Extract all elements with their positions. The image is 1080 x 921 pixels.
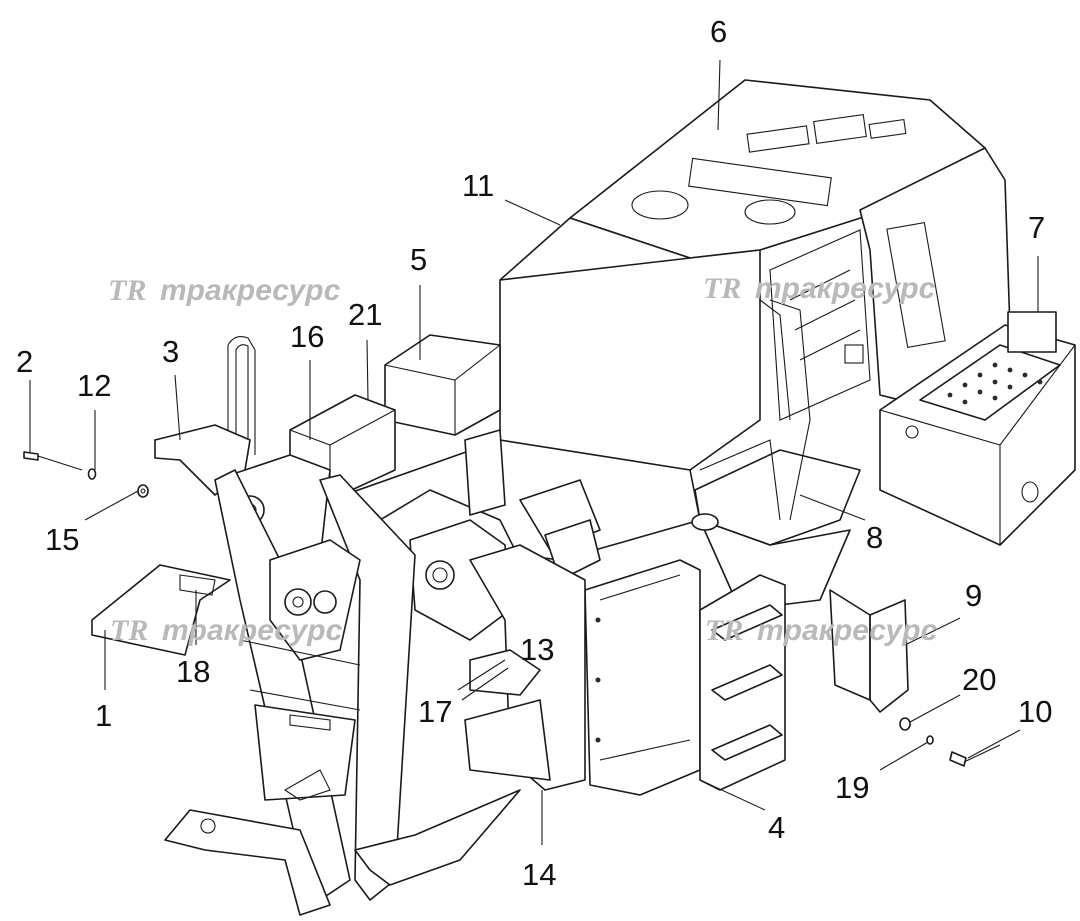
callout-labels: 2 12 3 15 16 21 5 11 6 7 8 9 20 10 19 4 … (16, 14, 1052, 892)
hood-vents (631, 114, 907, 225)
watermark-logo: TR (108, 274, 146, 307)
center-brackets (379, 429, 601, 791)
callout-8: 8 (866, 520, 883, 555)
callout-21: 21 (348, 297, 382, 332)
callout-18: 18 (176, 654, 210, 689)
engine-hood (499, 79, 1011, 471)
callout-10: 10 (1018, 694, 1052, 729)
callout-15: 15 (45, 522, 79, 557)
callout-16: 16 (290, 319, 324, 354)
callout-19: 19 (835, 770, 869, 805)
callout-7: 7 (1028, 210, 1045, 245)
handrail-left (227, 336, 256, 460)
callout-2: 2 (16, 344, 33, 379)
callout-5: 5 (410, 242, 427, 277)
callout-9: 9 (965, 578, 982, 613)
leader-lines (29, 59, 1039, 845)
watermark-logo: TR (703, 272, 741, 305)
callout-12: 12 (77, 368, 111, 403)
callout-20: 20 (962, 662, 996, 697)
callout-1: 1 (95, 698, 112, 733)
callout-17: 17 (418, 694, 452, 729)
watermark-4: TR тракресурс (705, 614, 938, 647)
callout-3: 3 (162, 334, 179, 369)
watermark-1: TR тракресурс (108, 274, 341, 307)
watermark-2: TR тракресурс (703, 272, 936, 305)
ladder-steps (711, 604, 783, 761)
cover-plate-9 (829, 589, 909, 713)
watermark-text: тракресурс (160, 274, 341, 307)
callout-6: 6 (710, 14, 727, 49)
cover-plate-1 (91, 564, 231, 656)
callout-14: 14 (522, 857, 556, 892)
watermark-3: TR тракресурс (110, 614, 343, 647)
watermark-logo: TR (705, 614, 743, 647)
callout-4: 4 (768, 810, 785, 845)
step-plate-holes (947, 362, 1043, 405)
side-tank-box (879, 311, 1076, 546)
callout-13: 13 (520, 632, 554, 667)
watermark-text: тракресурс (755, 272, 936, 305)
callout-11: 11 (462, 168, 494, 203)
front-loader-frame (164, 454, 521, 916)
fuel-tank (584, 559, 786, 796)
watermark-logo: TR (110, 614, 148, 647)
watermark-text: тракресурс (162, 614, 343, 647)
watermark-text: тракресурс (757, 614, 938, 647)
fasteners (23, 451, 1001, 767)
